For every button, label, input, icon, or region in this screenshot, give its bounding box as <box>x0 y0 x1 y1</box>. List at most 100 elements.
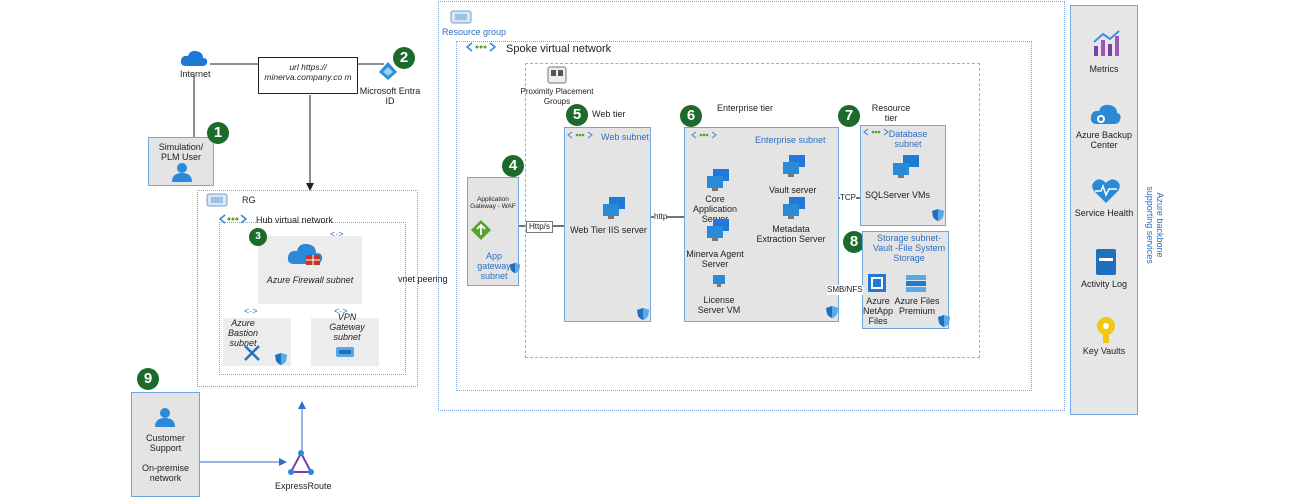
onprem-box: Customer Support On-premise network <box>131 392 200 497</box>
badge-5: 5 <box>566 104 588 126</box>
subnet-marker-vpn: <·> <box>334 306 348 316</box>
enterprise-subnet-marker-icon <box>691 131 717 139</box>
minerva-agent-label: Minerva Agent Server <box>686 249 744 269</box>
shield-icon <box>274 352 288 366</box>
key-vaults-label: Key Vaults <box>1082 346 1126 356</box>
spoke-vnet-icon <box>466 42 496 52</box>
sql-vms-label: SQLServer VMs <box>865 190 931 200</box>
appgw-shield-icon <box>509 262 521 274</box>
url-box: url https:// minerva.company.co m <box>258 57 358 94</box>
metrics-icon <box>1091 28 1121 58</box>
bastion-label: Azure Bastion subnet <box>227 318 259 348</box>
sim-user-box: Simulation/ PLM User <box>148 137 214 186</box>
tcp-label: TCP <box>840 193 856 203</box>
metadata-vm-icon <box>781 196 807 220</box>
minerva-agent-vm-icon <box>705 218 731 242</box>
license-vm-icon <box>711 273 727 289</box>
resource-group-label: Resource group <box>442 27 507 37</box>
web-tier-label: Web tier <box>592 109 626 119</box>
firewall-icon <box>286 240 326 268</box>
badge-1: 1 <box>207 122 229 144</box>
http-label: http <box>654 212 668 222</box>
rg-box <box>197 190 418 387</box>
appgw-box: Application Gateway - WAF App gateway su… <box>467 177 521 286</box>
expressroute-label: ExpressRoute <box>275 481 332 491</box>
backbone-label: Azure backbone supporting services <box>1145 186 1165 264</box>
internet-label: Internet <box>180 69 211 79</box>
onprem-label: On-premise network <box>141 463 189 483</box>
storage-subnet-label: Storage subnet-Vault -File System Storag… <box>872 233 946 263</box>
spoke-vnet-box <box>456 41 1032 391</box>
vnet-icon <box>219 214 247 224</box>
badge-9: 9 <box>137 368 159 390</box>
entra-label: Microsoft Entra ID <box>359 86 421 106</box>
customer-support-label: Customer Support <box>145 433 185 453</box>
netapp-icon <box>867 273 887 293</box>
support-user-icon <box>154 407 176 427</box>
resource-tier-label: Resource tier <box>871 103 911 123</box>
rg-label: RG <box>242 195 256 205</box>
badge-2: 2 <box>393 47 415 69</box>
rg-icon <box>206 192 228 208</box>
vpn-label: VPN Gateway subnet <box>329 312 365 342</box>
vault-server-label: Vault server <box>769 185 817 195</box>
service-health-icon <box>1091 178 1121 204</box>
smb-label: SMB/NFS <box>827 285 863 295</box>
vault-vm-icon <box>781 154 807 178</box>
resource-group-icon <box>450 9 472 25</box>
fw-subnet-label: Azure Firewall subnet <box>266 275 354 285</box>
enterprise-shield-icon <box>825 305 839 319</box>
ppg-box <box>525 63 980 358</box>
activity-log-label: Activity Log <box>1080 279 1128 289</box>
service-health-label: Service Health <box>1074 208 1134 218</box>
enterprise-subnet-label: Enterprise subnet <box>755 135 826 145</box>
web-subnet-box: Web subnet Web Tier IIS server <box>564 127 651 322</box>
badge-7: 7 <box>838 105 860 127</box>
entra-icon <box>378 61 398 81</box>
ppg-label: Proximity Placement Groups <box>520 87 594 106</box>
web-iis-label: Web Tier IIS server <box>570 225 647 235</box>
resource-group-box <box>438 1 1065 411</box>
storage-subnet-box: Storage subnet-Vault -File System Storag… <box>862 231 951 329</box>
appgw-subnet-label: App gateway subnet <box>477 251 511 281</box>
user-icon <box>171 162 193 182</box>
web-subnet-marker-icon <box>567 131 593 139</box>
db-subnet-label: Database subnet <box>888 129 928 149</box>
core-app-vm-icon <box>705 168 731 192</box>
vpn-gateway-icon <box>335 346 355 358</box>
web-shield-icon <box>636 307 650 321</box>
sim-user-label: Simulation/ PLM User <box>158 142 204 162</box>
license-label: License Server VM <box>697 295 741 315</box>
spoke-vnet-label: Spoke virtual network <box>506 43 612 55</box>
sql-vm-icon <box>889 154 923 180</box>
vpn-box: VPN Gateway subnet <box>311 312 379 366</box>
web-subnet-label: Web subnet <box>601 132 649 142</box>
backup-label: Azure Backup Center <box>1075 130 1133 150</box>
url-label: url https:// minerva.company.co m <box>264 62 352 82</box>
netapp-label: Azure NetApp Files <box>862 296 894 326</box>
bastion-icon <box>243 344 261 362</box>
badge-4: 4 <box>502 155 524 177</box>
badge-6: 6 <box>680 105 702 127</box>
enterprise-tier-label: Enterprise tier <box>716 103 774 113</box>
expressroute-icon <box>288 450 314 476</box>
subnet-marker-fw: <·> <box>330 229 344 239</box>
key-vault-icon <box>1093 316 1119 344</box>
web-vm-icon <box>601 196 627 220</box>
backup-icon <box>1089 102 1121 126</box>
ppg-icon <box>547 66 567 84</box>
cloud-icon <box>179 48 209 68</box>
storage-shield-icon <box>937 314 951 328</box>
db-subnet-marker-icon <box>863 128 889 136</box>
fw-subnet-box: Azure Firewall subnet <box>258 236 362 304</box>
backbone-panel: Metrics Azure Backup Center Service Heal… <box>1070 5 1138 415</box>
files-premium-label: Azure Files Premium <box>894 296 940 316</box>
azure-files-icon <box>905 273 927 293</box>
subnet-marker-bastion: <·> <box>244 306 258 316</box>
enterprise-subnet-box: Enterprise subnet Core Application Serve… <box>684 127 839 322</box>
appgw-icon <box>470 219 492 241</box>
db-shield-icon <box>931 208 945 222</box>
badge-8: 8 <box>843 231 865 253</box>
metrics-label: Metrics <box>1089 64 1119 74</box>
db-subnet-box: Database subnet SQLServer VMs <box>860 125 946 226</box>
